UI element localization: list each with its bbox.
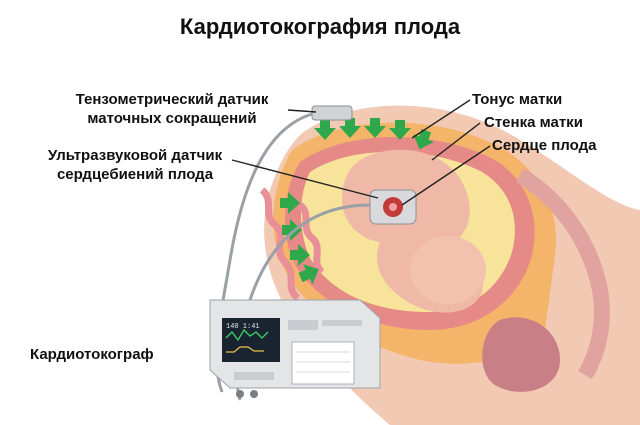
label-uterine-tone: Тонус матки: [472, 91, 563, 108]
screen-top-text: 140 1:41: [226, 323, 260, 331]
paper-printout: [291, 341, 355, 385]
ctg-device: [209, 299, 381, 398]
device-screen: [222, 318, 280, 362]
page-title: Кардиотокография плода: [179, 14, 461, 39]
label-uterine-wall: Стенка матки: [484, 114, 583, 131]
fetus-head: [410, 236, 486, 304]
label-ultrasound-transducer: Ультразвуковой датчик сердцебиений плода: [47, 147, 223, 183]
label-ctg-device: Кардиотокограф: [30, 346, 154, 363]
spine: [515, 168, 610, 380]
label-tensometric-transducer: Тензометрический датчик маточных сокраще…: [75, 91, 269, 127]
label-fetal-heart: Сердце плода: [492, 137, 597, 154]
tensometric-transducer: [311, 105, 353, 121]
contraction-arrows: [280, 118, 435, 285]
pointer-lines: [231, 99, 491, 206]
pelvis-organ: [482, 317, 560, 392]
